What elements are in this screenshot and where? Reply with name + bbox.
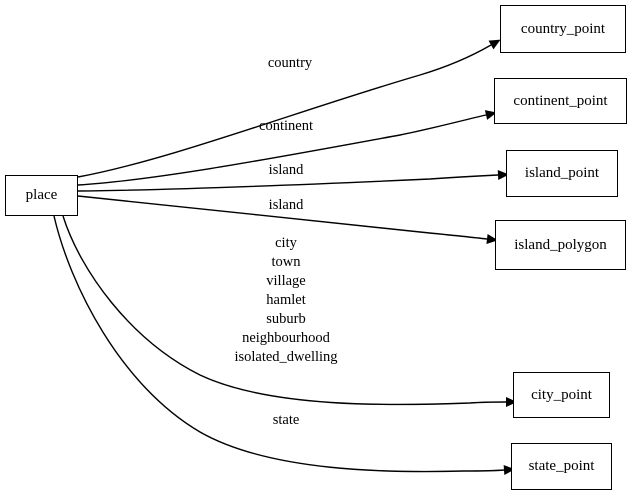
node-label: continent_point [513, 92, 608, 109]
edge-place-to-state_point [53, 215, 505, 473]
node-label: city_point [531, 386, 592, 403]
edge-label-island_point: island [268, 162, 304, 178]
target-node-continent_point[interactable]: continent_point [494, 78, 627, 124]
edge-label-state_point: state [272, 412, 300, 428]
target-node-island_polygon[interactable]: island_polygon [495, 220, 626, 270]
arrowhead-island_point [497, 170, 509, 180]
arrowhead-state_point [503, 465, 515, 475]
node-label: country_point [520, 20, 606, 37]
edge-label-city_point: city town village hamlet suburb neighbou… [234, 235, 338, 365]
target-node-state_point[interactable]: state_point [511, 443, 612, 490]
edge-place-to-island_polygon [77, 195, 488, 240]
target-node-island_point[interactable]: island_point [506, 150, 618, 197]
edge-label-continent_point: continent [259, 118, 313, 134]
node-label: island_point [524, 165, 600, 181]
edge-label-island_polygon: island [268, 197, 304, 213]
node-label: place [25, 187, 58, 203]
target-node-city_point[interactable]: city_point [513, 372, 610, 418]
source-node-place[interactable]: place [5, 175, 78, 216]
arrowhead-island_polygon [486, 234, 498, 244]
edge-label-country_point: country [267, 55, 313, 71]
node-label: island_polygon [514, 236, 607, 253]
arrowhead-continent_point [484, 110, 497, 120]
arrowhead-city_point [505, 397, 517, 407]
node-label: state_point [528, 458, 595, 474]
edge-place-to-continent_point [77, 114, 487, 186]
arrowhead-country_point [488, 39, 501, 50]
edge-place-to-city_point [62, 215, 507, 406]
edge-place-to-island_point [77, 174, 499, 192]
edge-place-to-country_point [77, 44, 492, 178]
target-node-country_point[interactable]: country_point [500, 5, 626, 53]
